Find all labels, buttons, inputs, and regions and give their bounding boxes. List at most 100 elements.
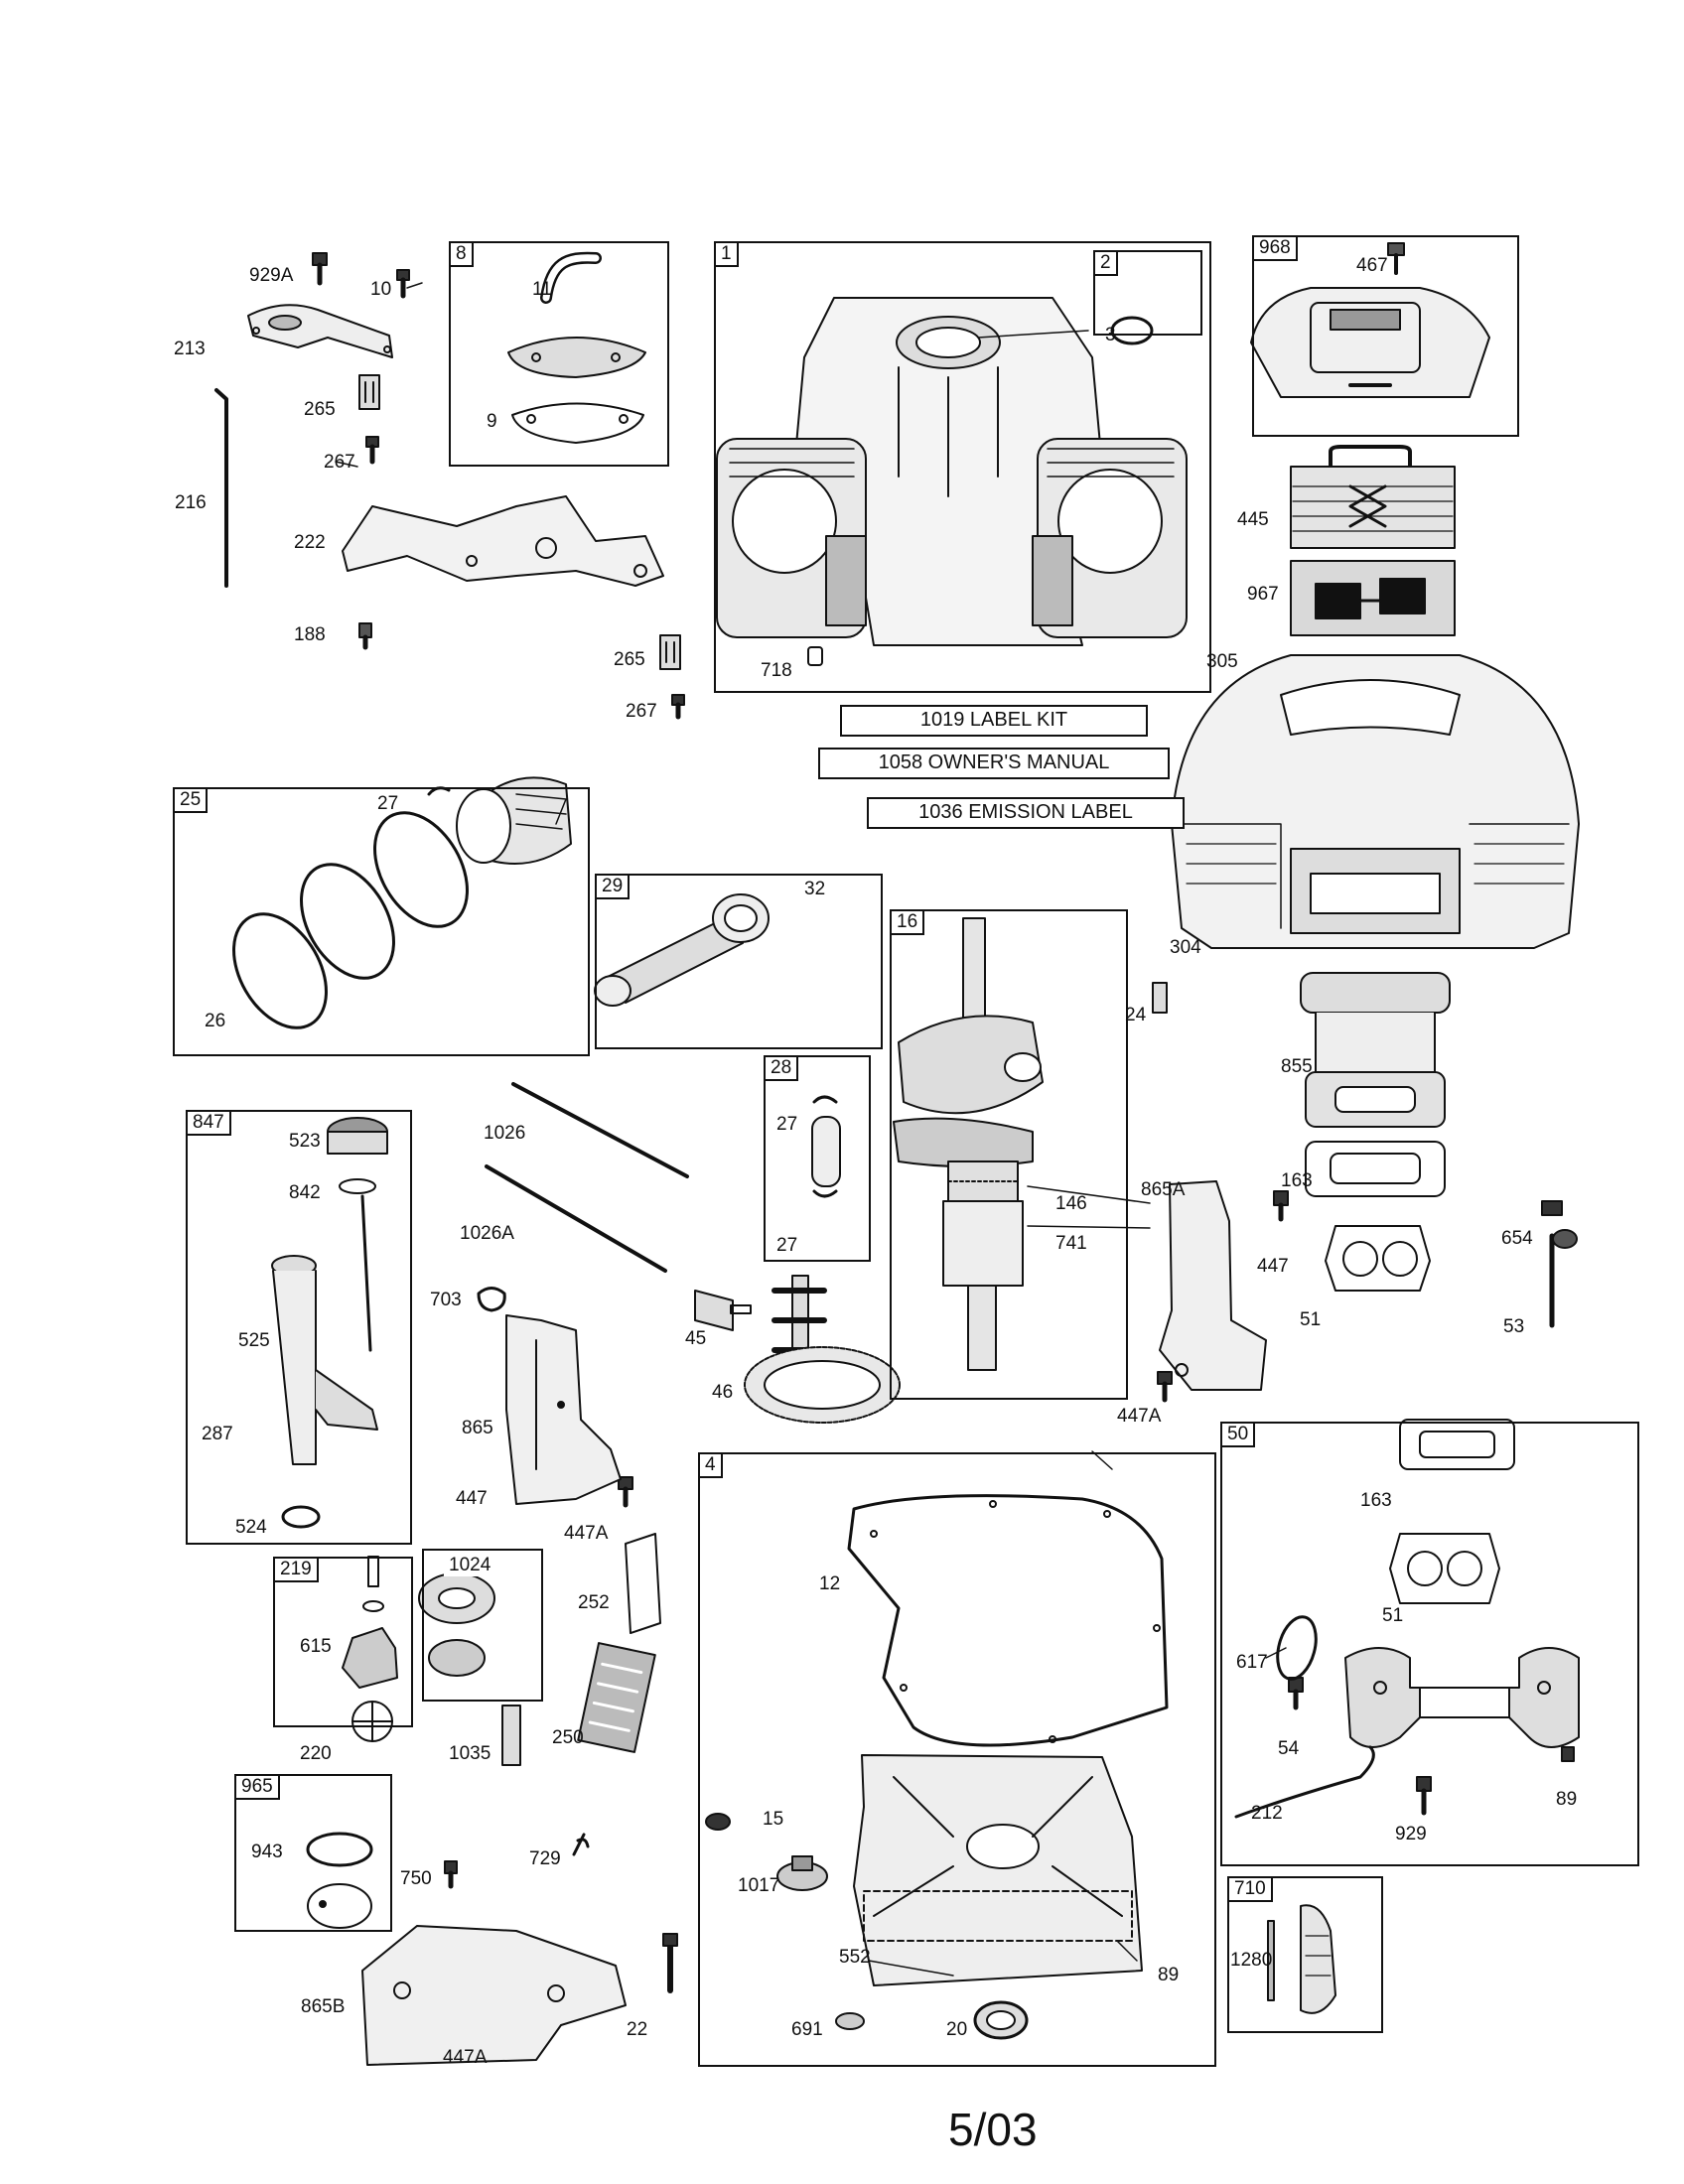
group-box-25: 25: [173, 787, 590, 1056]
group-tag: 1: [714, 241, 739, 267]
part-label: 447: [1257, 1256, 1289, 1277]
part-label: 53: [1503, 1316, 1525, 1337]
o-ring-icon: [281, 1505, 1318, 1867]
part-label: 1280: [1230, 1950, 1273, 1971]
part-label: 27: [776, 1114, 798, 1135]
part-label: 524: [235, 1517, 267, 1538]
group-box-1024: 1024: [422, 1549, 543, 1702]
part-label: 212: [1251, 1803, 1283, 1824]
cylinder-baffle-icon: [505, 1180, 1267, 1505]
part-label: 287: [202, 1424, 233, 1444]
crankshaft-icon: [893, 917, 1044, 1371]
oil-fill-cap-icon: [327, 1117, 388, 1194]
part-label: 20: [946, 2019, 968, 2040]
part-label: 1035: [449, 1743, 491, 1764]
pre-cleaner-icon: [1290, 560, 1456, 636]
spark-plug-icon: [577, 1642, 656, 1753]
governor-gear-icon: [776, 1855, 828, 1891]
tappet-icon: [694, 1290, 752, 1331]
part-label: 22: [627, 2019, 648, 2040]
group-box-28: 28: [764, 1055, 871, 1262]
part-label: 46: [712, 1382, 734, 1403]
part-label: 26: [205, 1011, 226, 1031]
part-label: 89: [1158, 1965, 1180, 1985]
nut-icon: [705, 1229, 1578, 1831]
part-label: 467: [1356, 255, 1388, 276]
part-label: 525: [238, 1330, 270, 1351]
part-label: 929: [1395, 1824, 1427, 1844]
group-box-965: 965: [234, 1774, 392, 1932]
kit-label-emission-label: 1036 EMISSION LABEL: [867, 797, 1185, 829]
part-label: 146: [1055, 1193, 1087, 1214]
part-label: 654: [1501, 1228, 1533, 1249]
part-label: 718: [761, 660, 792, 681]
part-label: 445: [1237, 509, 1269, 530]
part-label: 929A: [249, 265, 294, 286]
part-label: 447A: [443, 2047, 488, 2068]
group-box-847: 847: [186, 1110, 412, 1545]
part-label: 267: [626, 701, 657, 722]
pump-shaft-icon: [501, 1705, 521, 1766]
part-label: 265: [614, 649, 645, 670]
cylinder-block-icon: [716, 297, 1188, 646]
part-label: 252: [578, 1592, 610, 1613]
group-box-29: 29: [595, 874, 883, 1049]
part-label: 188: [294, 624, 326, 645]
group-box-4: 4: [698, 1452, 1216, 2067]
part-label: 222: [294, 532, 326, 553]
knob-icon: [1387, 242, 1405, 275]
seal-ring-icon: [1110, 316, 1154, 345]
part-label: 54: [1278, 1738, 1300, 1759]
part-label: 51: [1300, 1309, 1322, 1330]
group-box-219: 219: [273, 1557, 413, 1727]
piston-pin-icon: [811, 1116, 841, 1187]
part-label: 447A: [1117, 1406, 1162, 1427]
part-label: 842: [289, 1182, 321, 1203]
part-label: 3: [1105, 325, 1116, 345]
part-label: 51: [1382, 1605, 1404, 1626]
part-label: 12: [819, 1573, 841, 1594]
part-label: 220: [300, 1743, 332, 1764]
blower-housing-icon: [1171, 654, 1580, 949]
gasket-icon: [1305, 1141, 1515, 1604]
part-label: 967: [1247, 584, 1279, 605]
part-label: 11: [532, 279, 552, 300]
group-tag: 16: [890, 909, 925, 935]
group-tag: 710: [1227, 1876, 1273, 1902]
part-label: 45: [685, 1328, 707, 1349]
kit-label-label-kit: 1019 LABEL KIT: [840, 705, 1148, 737]
oil-pump-rotor-icon: [418, 1572, 495, 1677]
part-label: 24: [1125, 1005, 1147, 1025]
part-label: 216: [175, 492, 207, 513]
camshaft-icon: [744, 1275, 901, 1424]
part-label: 447: [456, 1488, 488, 1509]
part-label: 304: [1170, 937, 1201, 958]
group-box-16: 16: [890, 909, 1128, 1400]
part-label: 855: [1281, 1056, 1313, 1077]
group-tag: 219: [273, 1557, 319, 1582]
screw-icon: [312, 252, 685, 720]
part-label: 9: [487, 411, 497, 432]
group-tag: 968: [1252, 235, 1298, 261]
part-label: 552: [839, 1947, 871, 1968]
intake-manifold-icon: [1344, 1647, 1580, 1748]
air-filter-icon: [1290, 445, 1456, 549]
group-box-2: 2: [1093, 250, 1202, 336]
sump-gasket-icon: [847, 1494, 1169, 1747]
air-cleaner-cover-icon: [1250, 287, 1490, 398]
part-label: 523: [289, 1131, 321, 1152]
part-label: 865A: [1141, 1179, 1186, 1200]
muffler-guard-icon: [1267, 1904, 1336, 2014]
piston-icon: [456, 776, 572, 865]
part-label: 750: [400, 1868, 432, 1889]
piston-ring-icon: [232, 811, 469, 1029]
connecting-rod-icon: [594, 893, 770, 1007]
group-box-710: 710: [1227, 1876, 1383, 2033]
group-tag: 50: [1220, 1422, 1256, 1447]
breather-cover-icon: [507, 337, 646, 444]
oil-pump-gear-icon: [351, 1701, 393, 1742]
part-label: 250: [552, 1727, 584, 1748]
part-label: 305: [1206, 651, 1238, 672]
dowel-pin-icon: [807, 646, 823, 666]
